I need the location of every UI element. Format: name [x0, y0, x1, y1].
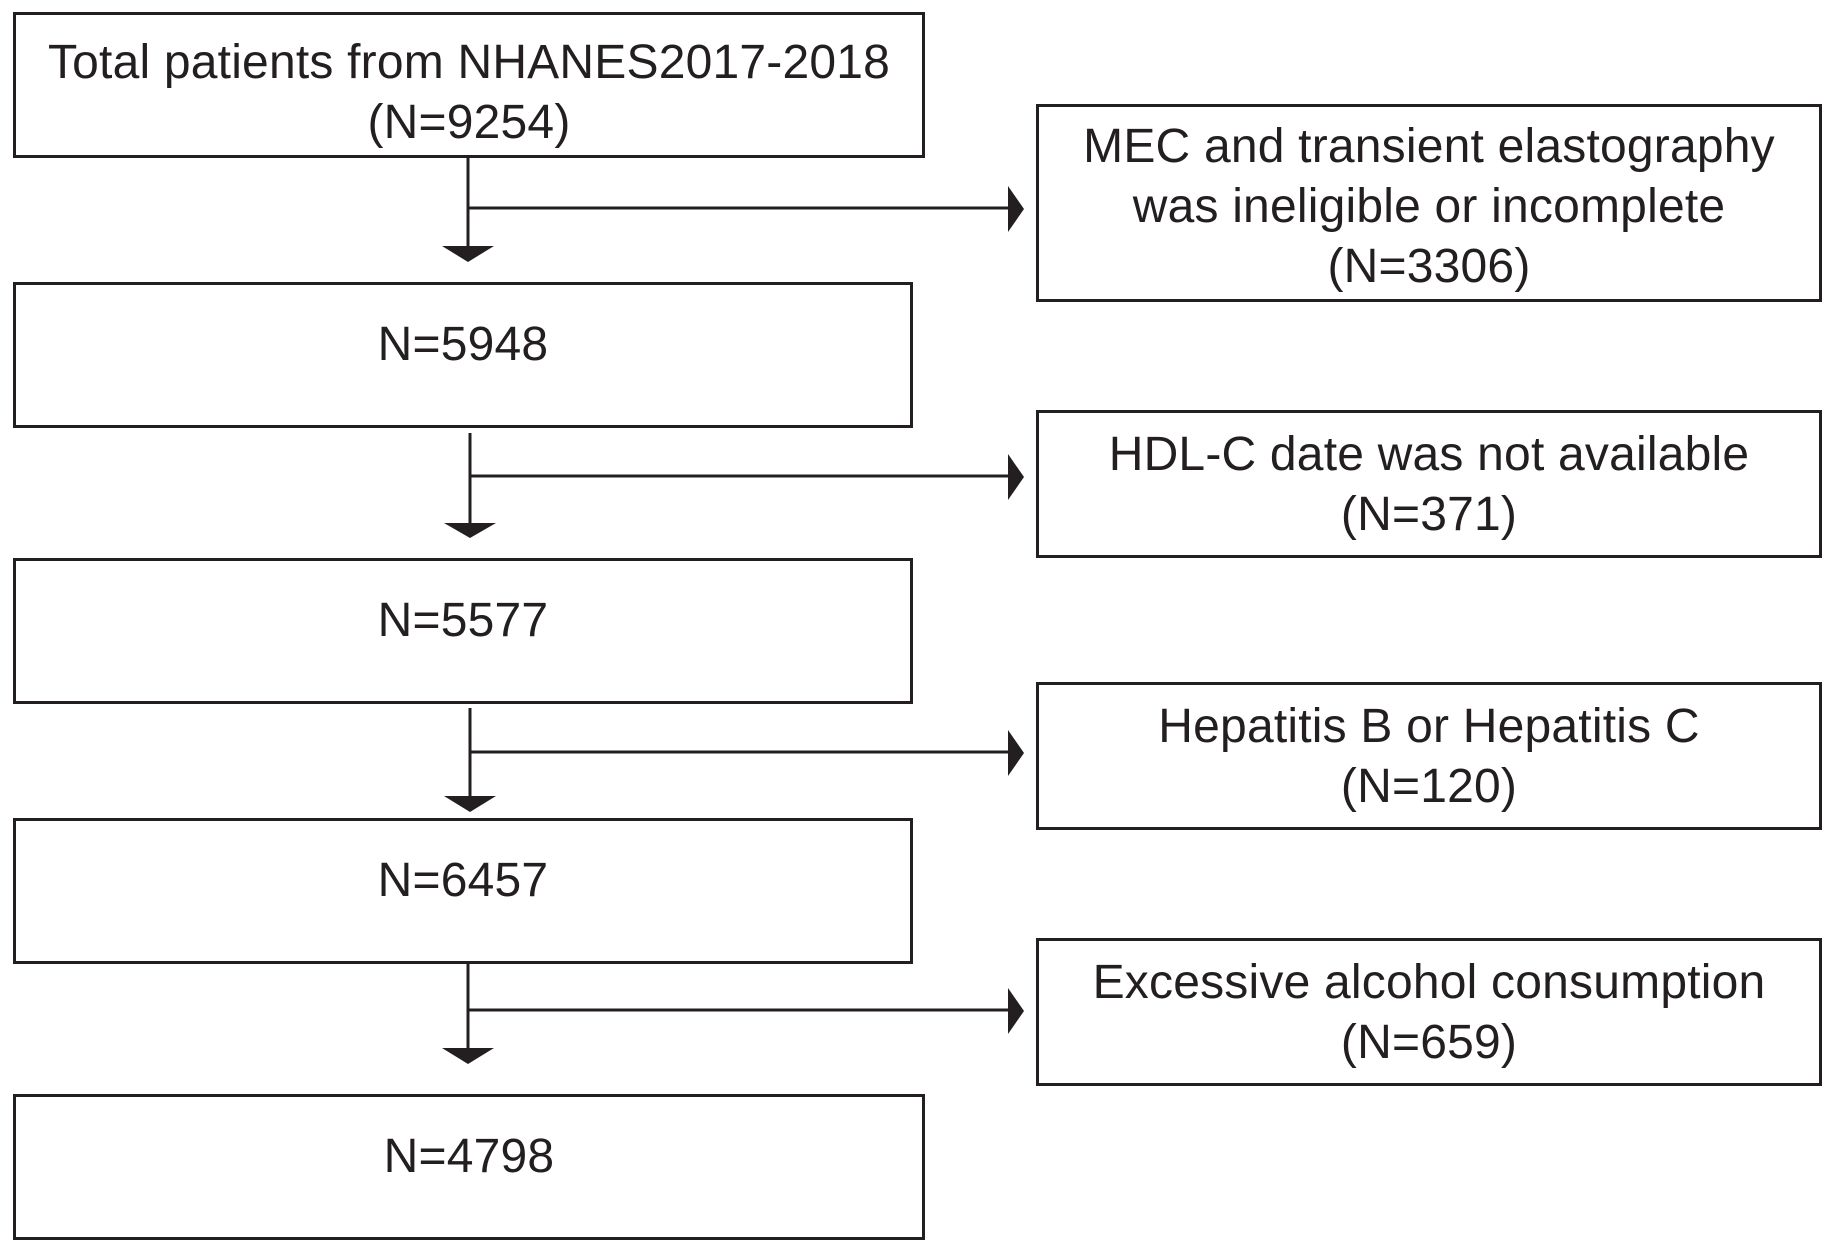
exclusion-box-4-line1: Excessive alcohol consumption	[1092, 956, 1766, 1009]
box-total-patients-label: Total patients from NHANES2017-2018	[47, 36, 891, 89]
exclusion-box-3: Hepatitis B or Hepatitis C (N=120)	[1036, 682, 1822, 830]
box-total-patients: Total patients from NHANES2017-2018 (N=9…	[13, 12, 925, 158]
arrowhead-down-3	[444, 796, 496, 812]
box-final: N=4798	[13, 1094, 925, 1240]
box-step-4-count: N=6457	[377, 854, 549, 907]
box-total-patients-count: (N=9254)	[367, 96, 571, 149]
box-step-3-count: N=5577	[377, 594, 549, 647]
arrowhead-right-1	[1008, 186, 1024, 232]
arrowhead-down-1	[442, 246, 494, 262]
exclusion-box-3-count: (N=120)	[1340, 760, 1518, 813]
exclusion-box-3-line1: Hepatitis B or Hepatitis C	[1158, 700, 1700, 753]
box-step-4: N=6457	[13, 818, 913, 964]
arrowhead-down-2	[444, 523, 496, 538]
exclusion-box-4-count: (N=659)	[1340, 1016, 1518, 1069]
exclusion-box-2-count: (N=371)	[1340, 488, 1518, 541]
exclusion-box-1: MEC and transient elastography was ineli…	[1036, 104, 1822, 302]
exclusion-box-1-line1: MEC and transient elastography	[1083, 120, 1775, 173]
exclusion-box-2-line1: HDL-C date was not available	[1108, 428, 1750, 481]
arrowhead-down-4	[442, 1048, 494, 1064]
box-step-3: N=5577	[13, 558, 913, 704]
box-step-2-count: N=5948	[377, 318, 549, 371]
arrowhead-right-3	[1008, 730, 1024, 776]
arrowhead-right-4	[1008, 988, 1024, 1034]
arrowhead-right-2	[1008, 454, 1024, 500]
box-step-2: N=5948	[13, 282, 913, 428]
box-final-count: N=4798	[383, 1130, 555, 1183]
exclusion-box-1-line2: was ineligible or incomplete	[1132, 180, 1726, 233]
exclusion-box-2: HDL-C date was not available (N=371)	[1036, 410, 1822, 558]
exclusion-box-1-count: (N=3306)	[1327, 240, 1531, 293]
exclusion-box-4: Excessive alcohol consumption (N=659)	[1036, 938, 1822, 1086]
